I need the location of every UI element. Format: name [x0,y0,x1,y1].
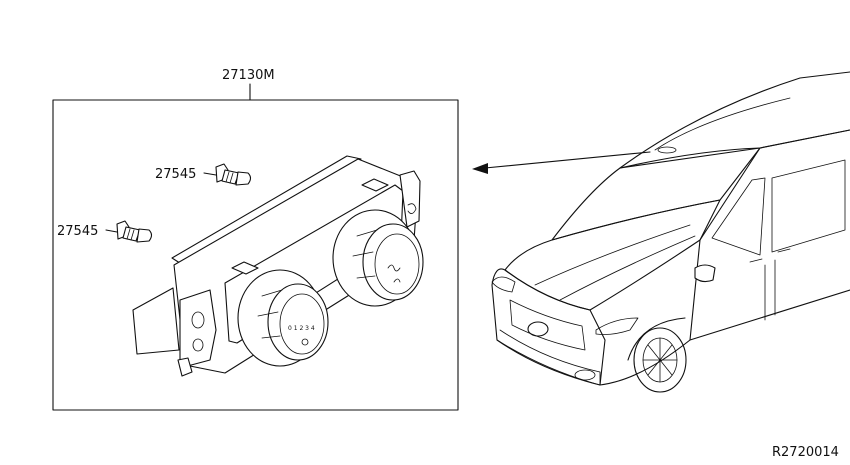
figure-code: R2720014 [772,445,839,460]
vehicle-illustration [491,71,850,393]
assembly-frame [52,99,459,411]
bulb-upper [203,163,252,186]
fan-speed-knob: 0 1 2 3 4 [237,269,329,367]
bulb-lower [105,220,153,243]
fan-speed-markings: 0 1 2 3 4 [288,325,315,332]
heater-control-panel: 0 1 2 3 4 [132,155,424,377]
assembly-part-number: 27130M [222,68,275,83]
bulb-upper-part-number: 27545 [155,167,196,182]
bulb-lower-part-number: 27545 [57,224,98,239]
location-arrow [472,151,651,174]
temperature-knob [332,209,424,307]
